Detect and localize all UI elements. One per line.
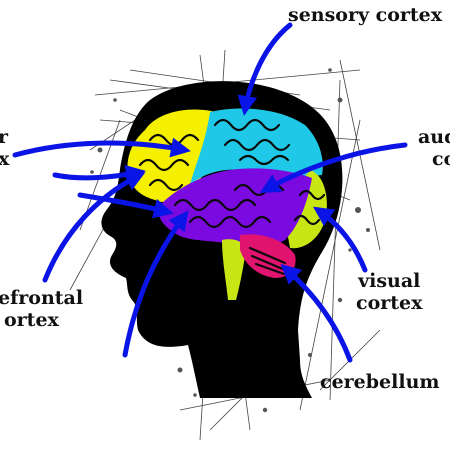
brainstem-region — [222, 239, 246, 300]
arrow-prefrontal-2 — [122, 210, 189, 358]
arrow-prefrontal-1 — [42, 172, 146, 283]
visual-cortex-region — [285, 170, 327, 249]
arrow-sensory — [237, 22, 293, 116]
label-auditory-cortex: aud co — [418, 126, 450, 170]
label-visual-cortex: visual cortex — [356, 270, 423, 314]
arrow-cerebellum — [280, 264, 353, 363]
arrow-auditory — [259, 142, 408, 193]
label-motor-cortex: r x — [0, 126, 10, 170]
label-prefrontal-cortex: efrontal ortex — [0, 287, 84, 331]
label-sensory-cortex: sensory cortex — [288, 4, 443, 26]
arrow-visual — [313, 206, 368, 273]
splatter-dots — [90, 68, 370, 413]
arrow-motor-1 — [12, 137, 191, 158]
arrow-prefrontal-3 — [77, 192, 174, 219]
arrows — [12, 22, 408, 363]
label-cerebellum: cerebellum — [320, 371, 440, 393]
